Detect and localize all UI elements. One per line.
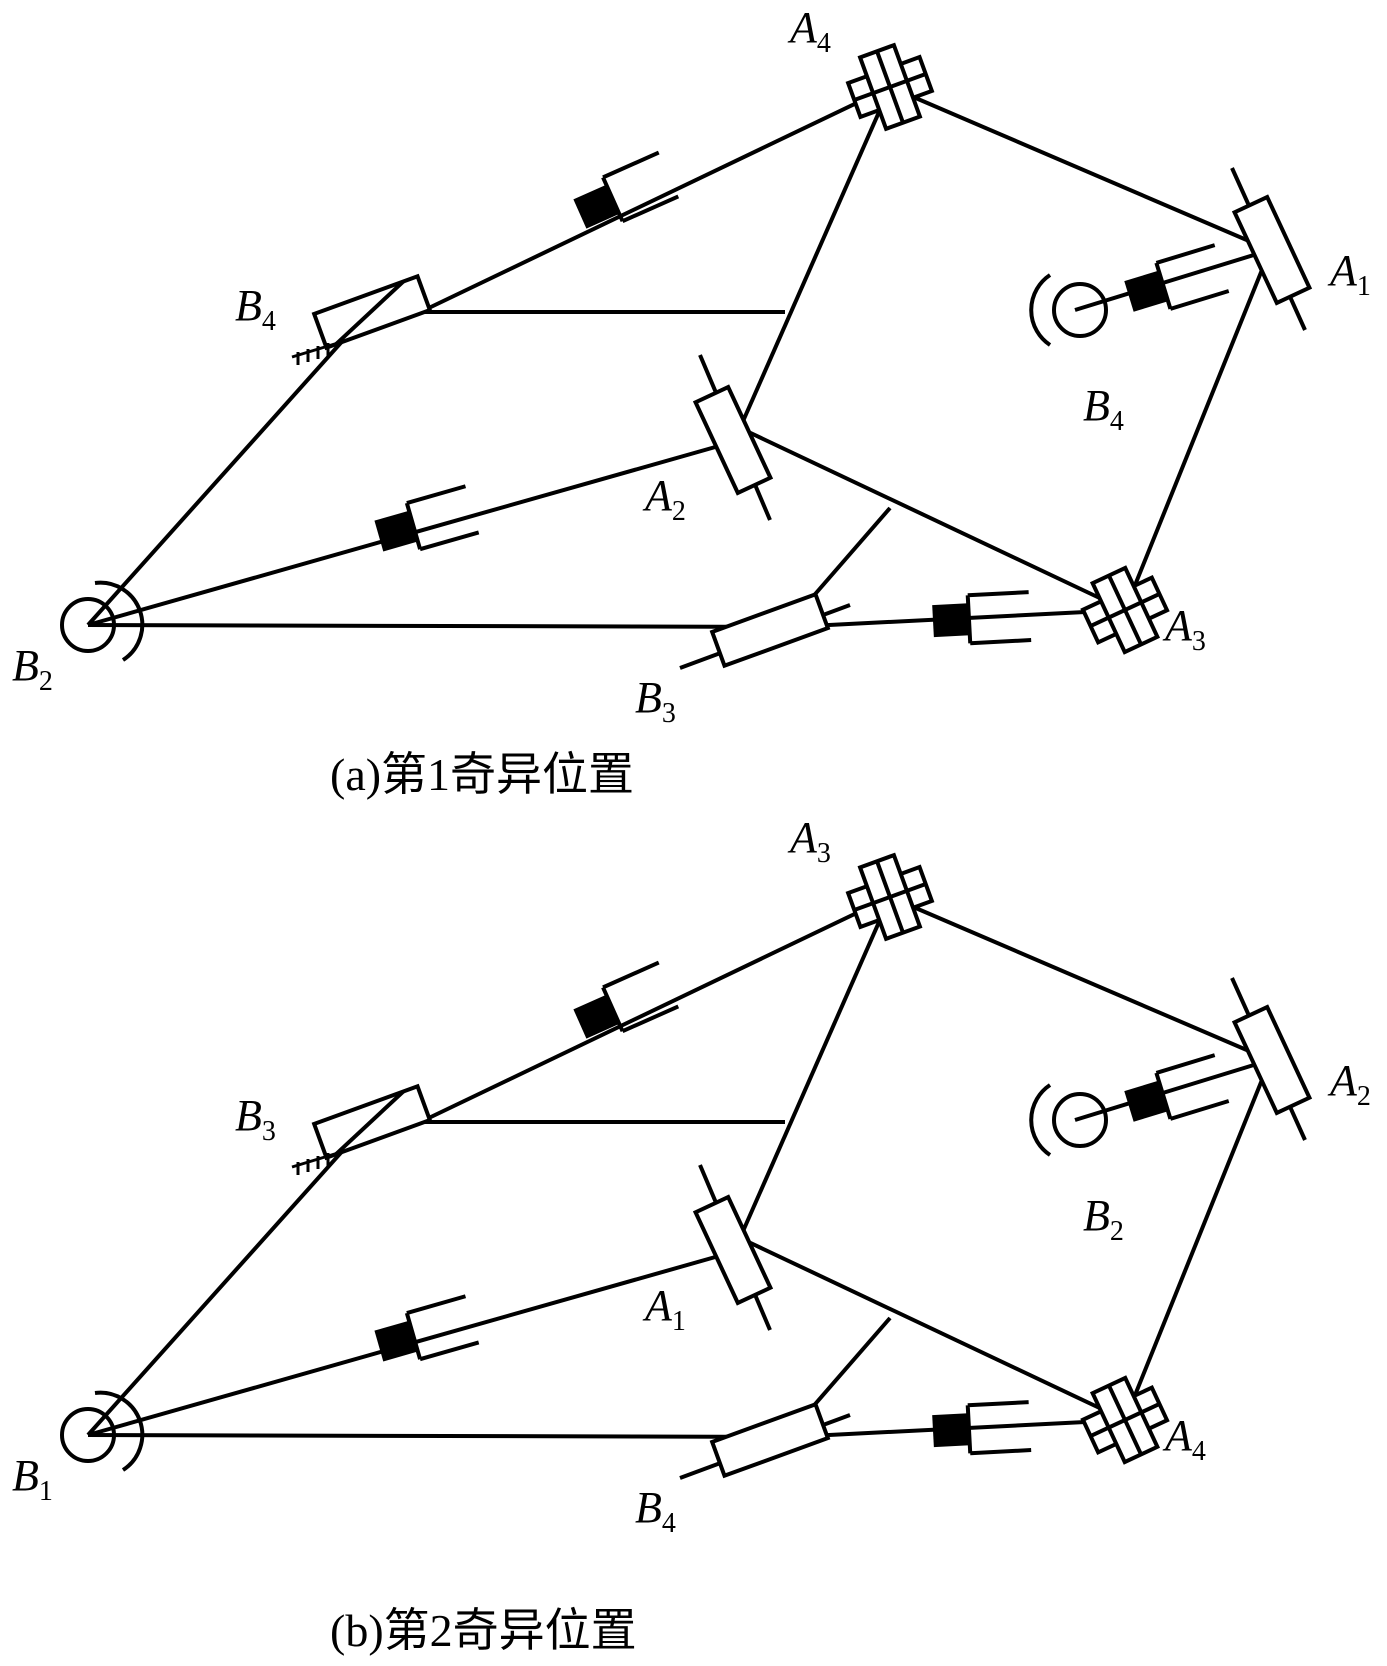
link-cross (808, 506, 892, 602)
b2-base-joint (1029, 1083, 1108, 1157)
link-top-right (889, 895, 1271, 1062)
label-top-joint: A4 (787, 3, 831, 59)
link-cross (808, 1316, 892, 1412)
label-bottom-slider: B4 (635, 1483, 676, 1539)
actuator-right (1124, 1053, 1230, 1122)
a3-joint (1080, 565, 1170, 655)
link-rightbase (1074, 1058, 1271, 1122)
link-bottom (87, 1433, 801, 1439)
link-right-lower (1123, 249, 1272, 611)
actuator-middle (374, 1294, 480, 1362)
actuator-middle (374, 484, 480, 552)
link-mid-lower (739, 1236, 1126, 1422)
label-right-joint: A1 (1327, 246, 1371, 302)
actuator-lower (932, 590, 1032, 646)
actuator-right (1124, 243, 1230, 312)
labels-b: A3 A2 A1 A4 B3 B2 B4 B1 (12, 813, 1371, 1539)
label-left-support: B3 (235, 1091, 276, 1147)
figure-caption: (b)第2奇异位置 (330, 1605, 637, 1656)
b4-slider-block (709, 1401, 831, 1479)
link-b1-b3 (86, 1135, 357, 1437)
a2-slider-block (1231, 1004, 1313, 1116)
b3-slider-block (311, 1083, 433, 1161)
actuator-upper (573, 960, 680, 1039)
link-top-left (409, 895, 891, 1129)
label-right-base: B2 (1083, 1191, 1124, 1247)
ground-hatch (291, 1151, 339, 1175)
actuator-lower (932, 1400, 1032, 1456)
a3-joint (845, 852, 935, 942)
b3-slider-block (709, 591, 831, 669)
link-mid-lower (739, 426, 1126, 612)
link-b2-b4 (86, 325, 357, 627)
ground-hatch (291, 341, 339, 365)
b4-slider-block (311, 273, 433, 351)
label-lower-joint: A3 (1162, 601, 1206, 657)
figure-caption: (a)第1奇异位置 (330, 749, 634, 800)
b2-base-joint (60, 580, 145, 662)
label-left-base: B2 (12, 641, 53, 697)
link-rightbase (1074, 248, 1271, 312)
a4-joint (1080, 1375, 1170, 1465)
a1-slider-block (1231, 194, 1313, 306)
labels-a: A4 A1 A2 A3 B4 B4 B3 B2 (12, 3, 1371, 729)
label-lower-joint: A4 (1162, 1411, 1206, 1467)
link-top-mid (738, 86, 892, 429)
label-right-base: B4 (1083, 381, 1124, 437)
a4-joint (845, 42, 935, 132)
b1-base-joint (60, 1390, 145, 1472)
label-middle-joint: A1 (642, 1281, 686, 1337)
label-middle-joint: A2 (642, 471, 686, 527)
label-top-joint: A3 (787, 813, 831, 869)
actuator-upper (573, 150, 680, 229)
figure-a: A4 A1 A2 A3 B4 B4 B3 B2 (a)第1奇异位置 (12, 3, 1371, 800)
link-top-mid (738, 896, 892, 1239)
link-top-right (889, 85, 1271, 252)
label-left-base: B1 (12, 1451, 53, 1507)
link-bottom (87, 623, 801, 629)
a2-slider-block (692, 384, 774, 496)
link-right-lower (1123, 1059, 1272, 1421)
label-right-joint: A2 (1327, 1056, 1371, 1112)
label-left-support: B4 (235, 281, 276, 337)
label-bottom-slider: B3 (635, 673, 676, 729)
a1-slider-block (692, 1194, 774, 1306)
figure-b: A3 A2 A1 A4 B3 B2 B4 B1 (b)第2奇异位置 (12, 813, 1371, 1656)
b4-base-joint (1029, 273, 1108, 347)
link-top-left (409, 85, 891, 319)
